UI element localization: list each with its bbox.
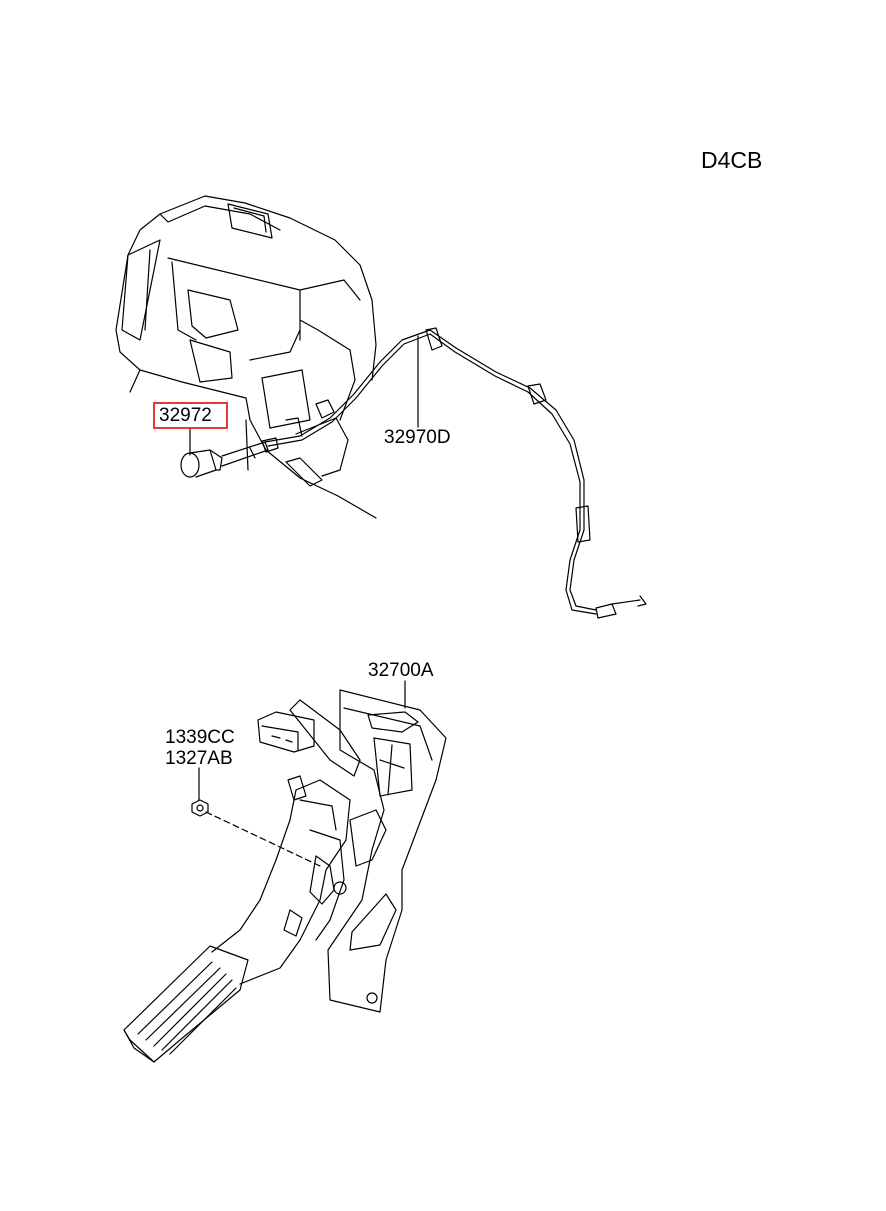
pedal-assembly: [123, 689, 447, 1063]
hex-nut: [191, 799, 209, 817]
part-highlight-box: [153, 402, 228, 429]
part-label-nut-1[interactable]: 1339CC: [165, 727, 235, 748]
leader-lines: [189, 335, 419, 867]
throttle-cable: [264, 327, 647, 619]
engine-code-label: D4CB: [701, 147, 763, 173]
part-label-nut-2[interactable]: 1327AB: [165, 748, 233, 769]
cable-knob: [180, 437, 279, 478]
part-label-pedal-assembly[interactable]: 32700A: [368, 660, 434, 681]
part-label-cable[interactable]: 32970D: [384, 427, 451, 448]
dashboard-panel: [115, 195, 377, 519]
part-label-nut-group: 1339CC 1327AB: [165, 727, 235, 769]
part-label-knob[interactable]: 32972: [159, 405, 212, 426]
